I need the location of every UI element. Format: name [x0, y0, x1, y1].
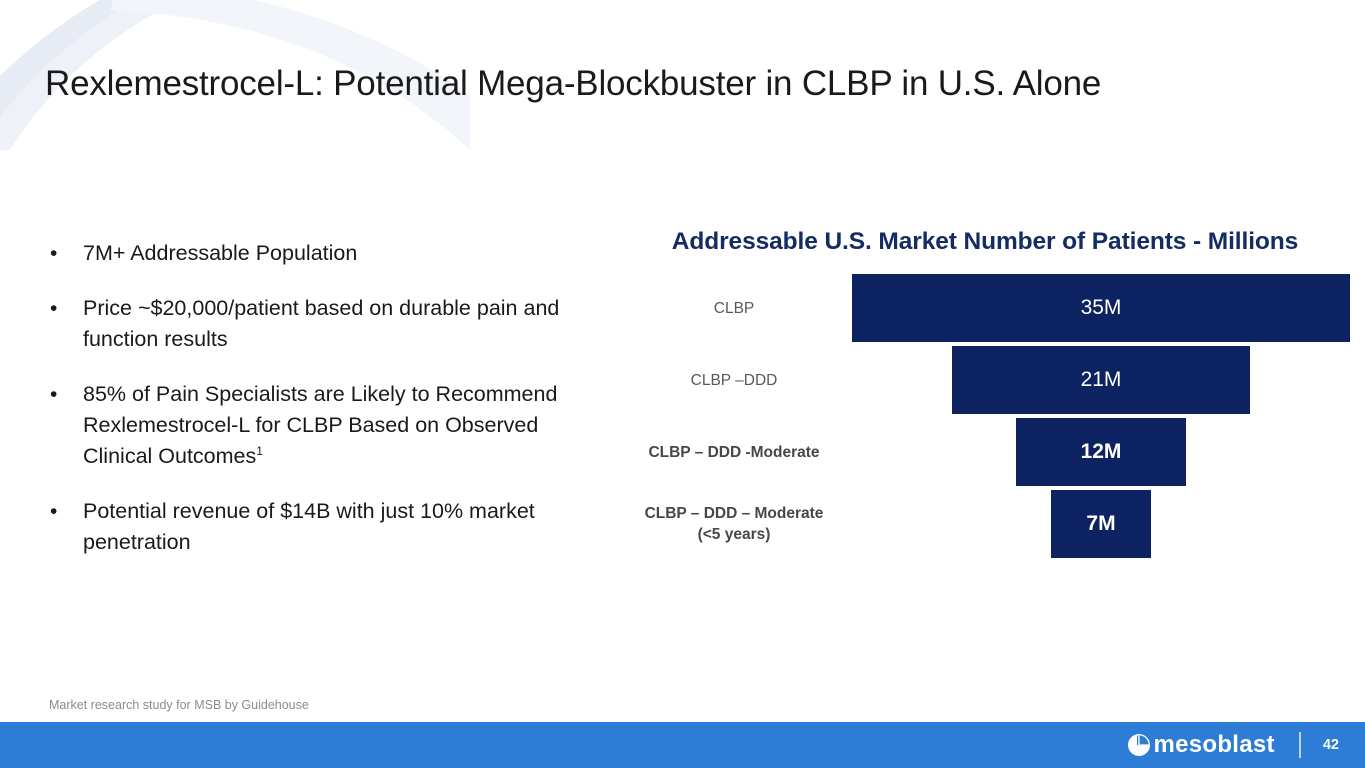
bullet-marker-icon: •	[50, 242, 58, 265]
chart-bar-value: 7M	[1086, 512, 1116, 535]
chart-category-label-line: CLBP – DDD – Moderate	[644, 505, 824, 522]
bullet-text-main: 85% of Pain Specialists are Likely to Re…	[83, 382, 558, 468]
bullet-text-main: 7M+ Addressable Population	[83, 241, 358, 265]
chart-bar-track: 35M	[852, 274, 1350, 342]
list-item: • Price ~$20,000/patient based on durabl…	[45, 293, 610, 355]
chart-row: CLBP – DDD -Moderate 12M	[620, 416, 1350, 488]
bullet-text: 7M+ Addressable Population	[83, 238, 610, 269]
page-title: Rexlemestrocel-L: Potential Mega-Blockbu…	[45, 64, 1102, 103]
chart-row: CLBP – DDD – Moderate (<5 years) 7M	[620, 488, 1350, 560]
bullet-text: Price ~$20,000/patient based on durable …	[83, 293, 610, 355]
chart-bar-track: 7M	[852, 490, 1350, 558]
chart-bar: 7M	[1051, 490, 1151, 558]
brand-name: mesoblast	[1153, 731, 1275, 758]
page-number: 42	[1322, 737, 1339, 753]
chart-bar-value: 12M	[1080, 440, 1122, 463]
list-item: • 85% of Pain Specialists are Likely to …	[45, 379, 610, 472]
funnel-chart: Addressable U.S. Market Number of Patien…	[620, 228, 1350, 560]
mesoblast-logo-icon	[1128, 734, 1151, 756]
chart-category-label: CLBP – DDD – Moderate (<5 years)	[620, 503, 852, 545]
chart-category-label-line: CLBP – DDD -Moderate	[648, 443, 820, 461]
bullet-text: 85% of Pain Specialists are Likely to Re…	[83, 379, 610, 472]
chart-bar: 35M	[852, 274, 1350, 342]
chart-bar: 12M	[1015, 418, 1187, 486]
chart-category-label: CLBP –DDD	[620, 370, 852, 391]
chart-bar-value: 21M	[1080, 368, 1122, 391]
chart-row: CLBP 35M	[620, 272, 1350, 344]
chart-category-label: CLBP – DDD -Moderate	[620, 442, 852, 463]
chart-bar-track: 12M	[852, 418, 1350, 486]
footnote-reference: 1	[256, 443, 263, 458]
chart-category-label-line: CLBP –DDD	[690, 371, 778, 389]
chart-title: Addressable U.S. Market Number of Patien…	[671, 228, 1299, 255]
chart-category-label-line: (<5 years)	[697, 526, 771, 543]
footnote-text: Market research study for MSB by Guideho…	[49, 698, 309, 712]
slide-footer: mesoblast 42	[0, 722, 1365, 768]
brand-logo: mesoblast	[1128, 731, 1275, 759]
bullet-text: Potential revenue of $14B with just 10% …	[83, 496, 610, 558]
bullet-text-main: Potential revenue of $14B with just 10% …	[83, 499, 535, 554]
chart-category-label: CLBP	[620, 298, 852, 319]
list-item: • 7M+ Addressable Population	[45, 238, 610, 269]
list-item: • Potential revenue of $14B with just 10…	[45, 496, 610, 558]
bullet-marker-icon: •	[50, 383, 58, 406]
chart-row: CLBP –DDD 21M	[620, 344, 1350, 416]
chart-bar-track: 21M	[852, 346, 1350, 414]
bullet-marker-icon: •	[50, 297, 58, 320]
bullet-list: • 7M+ Addressable Population • Price ~$2…	[45, 238, 610, 582]
chart-bar-value: 35M	[1080, 296, 1122, 319]
chart-bar: 21M	[951, 346, 1251, 414]
bullet-text-main: Price ~$20,000/patient based on durable …	[83, 296, 560, 351]
footer-divider	[1298, 732, 1301, 758]
bullet-marker-icon: •	[50, 500, 58, 523]
chart-category-label-line: CLBP	[713, 299, 755, 317]
